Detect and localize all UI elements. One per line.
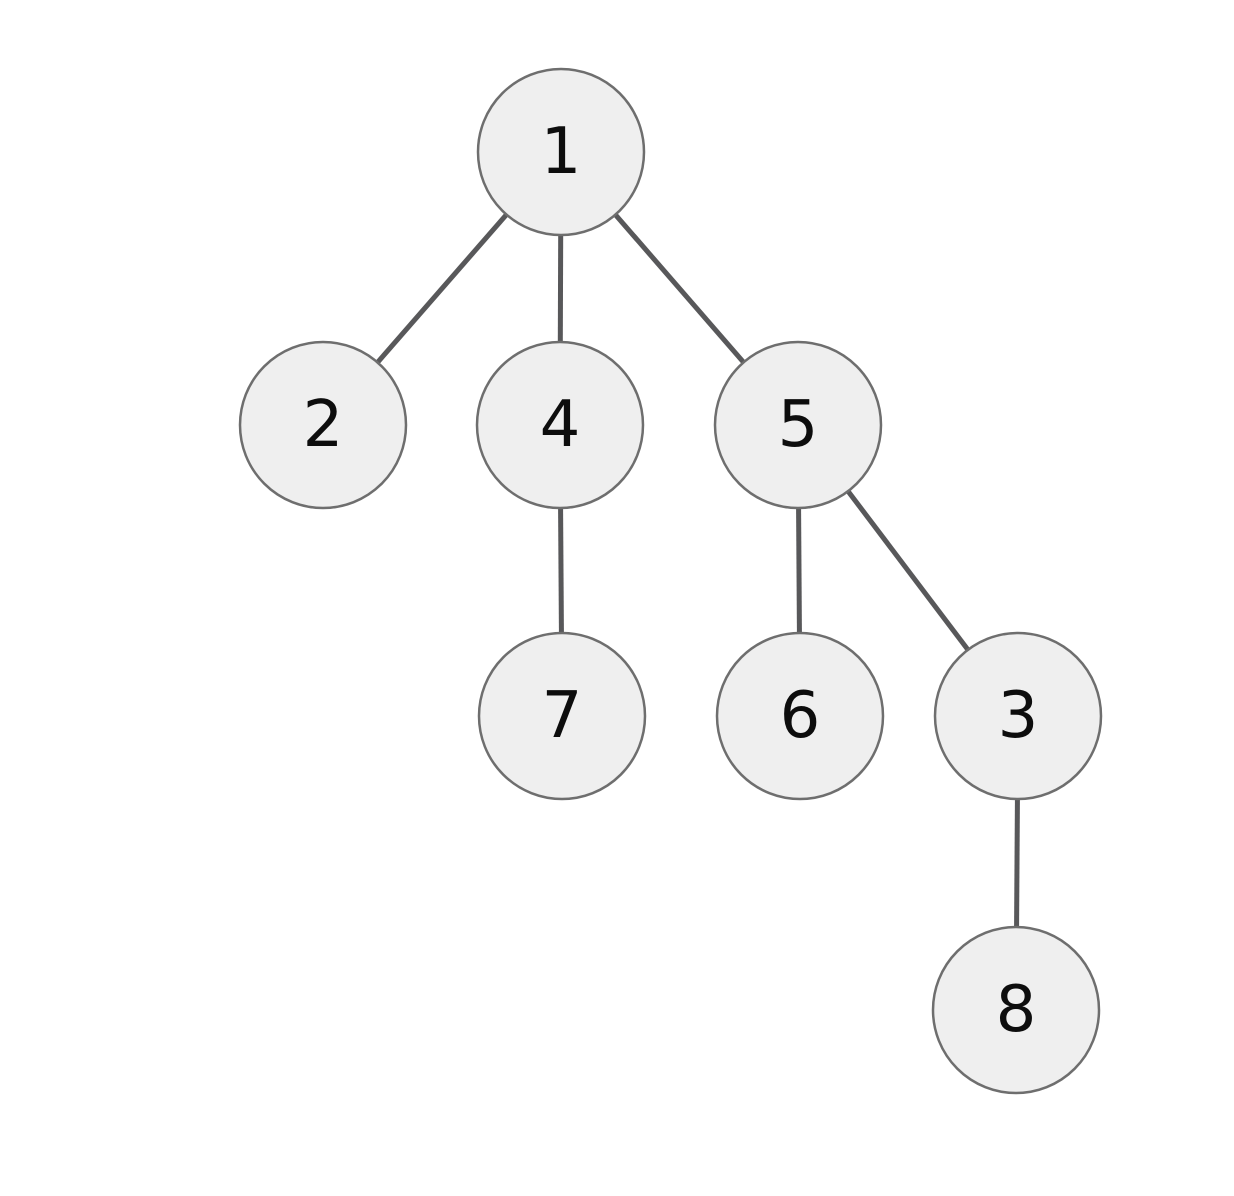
tree-node-label-5: 5 (778, 388, 819, 462)
tree-node-circle-7 (477, 631, 647, 801)
tree-node-circle-3 (933, 631, 1103, 801)
tree-node-2: 2 (238, 340, 408, 510)
tree-node-4: 4 (475, 340, 645, 510)
tree-node-circle-2 (238, 340, 408, 510)
tree-node-1: 1 (476, 67, 646, 237)
tree-node-7: 7 (477, 631, 647, 801)
tree-node-label-6: 6 (780, 679, 821, 753)
tree-node-8: 8 (931, 925, 1101, 1095)
tree-node-3: 3 (933, 631, 1103, 801)
tree-node-circle-5 (713, 340, 883, 510)
tree-node-label-4: 4 (540, 388, 581, 462)
tree-node-circle-4 (475, 340, 645, 510)
tree-nodes-layer: 1 2 4 5 7 6 3 8 (238, 67, 1103, 1095)
tree-node-label-2: 2 (303, 388, 344, 462)
tree-node-label-1: 1 (541, 115, 582, 189)
tree-node-6: 6 (715, 631, 885, 801)
tree-node-label-3: 3 (998, 679, 1039, 753)
tree-node-circle-1 (476, 67, 646, 237)
tree-node-5: 5 (713, 340, 883, 510)
tree-edges-layer (321, 150, 1021, 1011)
tree-node-label-8: 8 (996, 973, 1037, 1047)
tree-node-circle-6 (715, 631, 885, 801)
tree-node-circle-8 (931, 925, 1101, 1095)
tree-node-label-7: 7 (542, 679, 583, 753)
